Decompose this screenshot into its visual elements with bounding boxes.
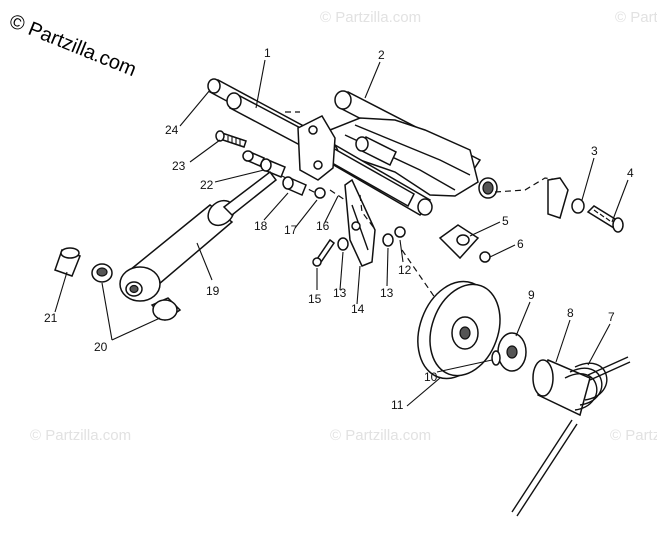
- bolt-15: [312, 238, 336, 267]
- bracket-3: [547, 177, 585, 219]
- callout-2: 2: [378, 48, 385, 62]
- washer-10: [491, 350, 501, 366]
- callout-20: 20: [94, 340, 108, 354]
- bushing-upper: [260, 158, 286, 178]
- callout-labels: 1 2 3 4 5 6 7 8 9 10 11 12 13 13 14 15 1…: [44, 46, 634, 412]
- leader-lines: [54, 59, 629, 407]
- watermark-faint-bottom-left: © Partzilla.com: [30, 427, 131, 444]
- rail-frame: [207, 78, 561, 316]
- callout-10: 10: [424, 370, 438, 384]
- spacer-22: [242, 150, 266, 167]
- watermark-faint-top-center: © Partzilla.com: [320, 9, 421, 26]
- idler-wheel-11: [417, 280, 501, 380]
- bushing-18: [282, 176, 307, 196]
- watermark-faint-bottom-right: © Partzilla.com: [610, 427, 657, 444]
- bushing-20b: [150, 297, 182, 321]
- callout-23: 23: [172, 159, 186, 173]
- watermark-faint-top-right: © Partzilla.com: [615, 9, 657, 26]
- bracket-14: [344, 178, 376, 267]
- block-5: [438, 224, 480, 260]
- callout-6: 6: [517, 237, 524, 251]
- callout-7: 7: [608, 310, 615, 324]
- callout-14: 14: [351, 302, 365, 316]
- watermark-faint-bottom-center: © Partzilla.com: [330, 427, 431, 444]
- bushing-20a: [91, 263, 113, 283]
- callout-13a: 13: [333, 286, 347, 300]
- watermark-main: © Partzilla.com: [6, 10, 139, 81]
- callout-24: 24: [165, 123, 179, 137]
- callout-9: 9: [528, 288, 535, 302]
- callout-21: 21: [44, 311, 58, 325]
- nut-12: [394, 226, 406, 238]
- nut-17: [314, 187, 326, 199]
- callout-18: 18: [254, 219, 268, 233]
- callout-4: 4: [627, 166, 634, 180]
- callout-19: 19: [206, 284, 220, 298]
- callout-8: 8: [567, 306, 574, 320]
- callout-12: 12: [398, 263, 412, 277]
- nut-6: [479, 251, 491, 263]
- bushing-9: [497, 332, 527, 372]
- callout-3: 3: [591, 144, 598, 158]
- callout-22: 22: [200, 178, 214, 192]
- washer-13a: [337, 237, 349, 251]
- shock-19: [119, 170, 278, 302]
- tube-1: [226, 92, 310, 146]
- spring-8: [511, 356, 631, 517]
- callout-11: 11: [391, 398, 404, 412]
- pin-21: [54, 247, 81, 277]
- mount-plate-16: [297, 115, 336, 181]
- callout-15: 15: [308, 292, 322, 306]
- callout-5: 5: [502, 214, 509, 228]
- bolt-23: [215, 130, 247, 148]
- bolt-4: [586, 205, 624, 233]
- callout-17: 17: [284, 223, 298, 237]
- callout-1: 1: [264, 46, 271, 60]
- washer-13b: [382, 233, 394, 247]
- callout-16: 16: [316, 219, 330, 233]
- callout-13b: 13: [380, 286, 394, 300]
